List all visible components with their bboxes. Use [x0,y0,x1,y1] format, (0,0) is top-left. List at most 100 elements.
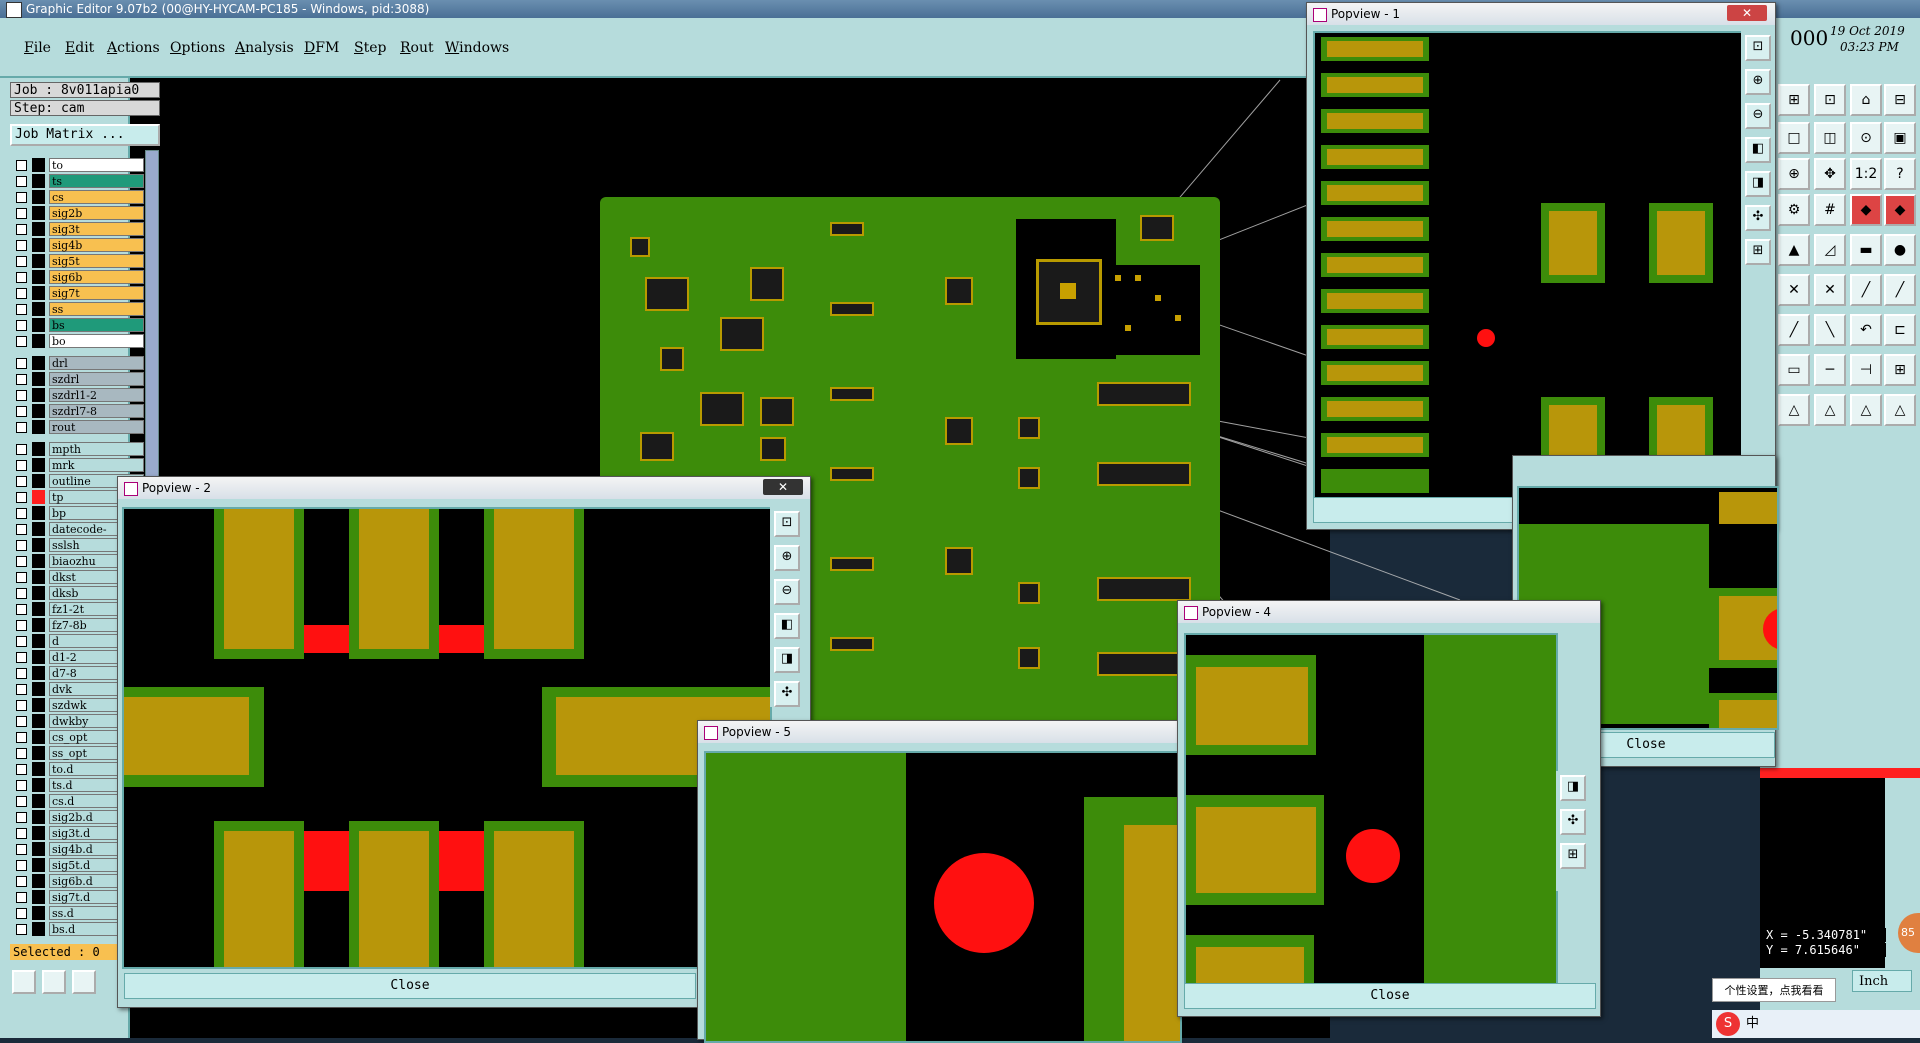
ime-language[interactable]: 中 [1746,1016,1760,1031]
pcb-board[interactable] [600,197,1220,727]
layer-row[interactable]: dkst [14,570,144,585]
layer-swatch[interactable] [32,318,45,332]
toolbar-btn[interactable]: ▭ [1778,354,1810,386]
layer-swatch[interactable] [32,174,45,188]
layer-row[interactable]: ts.d [14,778,144,793]
close-window-button[interactable]: ✕ [763,479,803,495]
layer-swatch[interactable] [32,158,45,172]
layer-name[interactable]: szdrl1-2 [49,388,144,402]
layer-checkbox[interactable] [16,390,27,401]
layer-swatch[interactable] [32,794,45,808]
layer-row[interactable]: mpth [14,442,144,457]
layer-name[interactable]: sig2b [49,206,144,220]
layer-checkbox[interactable] [16,892,27,903]
layer-swatch[interactable] [32,778,45,792]
layer-swatch[interactable] [32,554,45,568]
layer-swatch[interactable] [32,586,45,600]
layer-name[interactable]: szdrl7-8 [49,404,144,418]
layer-row[interactable]: sig6b.d [14,874,144,889]
popview-4-close-button[interactable]: Close [1184,983,1596,1009]
zoom-in-icon[interactable]: ⊕ [774,545,800,571]
home-icon[interactable]: ⌂ [1850,84,1882,116]
layer-row[interactable]: szdrl [14,372,144,387]
layer-row[interactable]: sig7t.d [14,890,144,905]
toolbar-btn[interactable]: ⊕ [1778,158,1810,190]
popview-1-view[interactable] [1313,31,1743,499]
layer-swatch[interactable] [32,922,45,936]
toolbar-btn[interactable]: ⊟ [1884,84,1916,116]
layer-name[interactable]: mpth [49,442,144,456]
layer-swatch[interactable] [32,826,45,840]
toolbar-btn[interactable]: ▣ [1884,122,1916,154]
layer-row[interactable]: ss [14,302,144,317]
layer-checkbox[interactable] [16,460,27,471]
layer-checkbox[interactable] [16,406,27,417]
unit-selector[interactable]: Inch [1852,970,1912,992]
layer-swatch[interactable] [32,356,45,370]
fit-icon[interactable]: ⊞ [1745,239,1771,265]
layer-row[interactable]: fz7-8b [14,618,144,633]
zoom-tool-icon[interactable] [12,970,36,994]
toolbar-btn[interactable]: □ [1778,122,1810,154]
layer-checkbox[interactable] [16,780,27,791]
layer-swatch[interactable] [32,570,45,584]
zoom-out-icon[interactable]: ⊖ [1745,103,1771,129]
layer-name[interactable]: mrk [49,458,144,472]
layer-row[interactable]: datecode- [14,522,144,537]
layer-row[interactable]: sig5t [14,254,144,269]
layer-swatch[interactable] [32,270,45,284]
scale-icon[interactable]: 1:2 [1850,158,1882,190]
toolbar-btn[interactable]: ╱ [1850,274,1882,306]
layer-swatch[interactable] [32,254,45,268]
layer-row[interactable]: szdrl1-2 [14,388,144,403]
badge[interactable]: 85 [1898,913,1920,953]
layer-row[interactable]: d1-2 [14,650,144,665]
toolbar-btn[interactable]: △ [1850,394,1882,426]
layer-row[interactable]: bs.d [14,922,144,937]
center-icon[interactable]: ✣ [1560,809,1586,835]
layer-swatch[interactable] [32,730,45,744]
toolbar-btn[interactable]: ⊞ [1884,354,1916,386]
layer-checkbox[interactable] [16,288,27,299]
layer-checkbox[interactable] [16,192,27,203]
layer-checkbox[interactable] [16,716,27,727]
layer-row[interactable]: sig7t [14,286,144,301]
layer-row[interactable]: sslsh [14,538,144,553]
layer-name[interactable]: rout [49,420,144,434]
layer-row[interactable]: biaozhu [14,554,144,569]
layer-checkbox[interactable] [16,668,27,679]
layer-row[interactable]: cs_opt [14,730,144,745]
layer-name[interactable]: to [49,158,144,172]
layer-checkbox[interactable] [16,476,27,487]
popview-4-view[interactable] [1184,633,1558,985]
toolbar-btn[interactable]: ◆ [1850,194,1882,226]
toolbar-btn[interactable]: △ [1778,394,1810,426]
layer-swatch[interactable] [32,810,45,824]
layer-checkbox[interactable] [16,524,27,535]
toolbar-btn[interactable]: ✕ [1814,274,1846,306]
layer-swatch[interactable] [32,458,45,472]
zoom-in-icon[interactable]: ⊕ [1745,69,1771,95]
layer-checkbox[interactable] [16,422,27,433]
close-window-button[interactable]: ✕ [1727,5,1767,21]
toolbar-btn[interactable]: ◿ [1814,234,1846,266]
popview-2-view[interactable] [122,507,772,969]
layer-checkbox[interactable] [16,908,27,919]
layer-row[interactable]: sig2b.d [14,810,144,825]
layer-row[interactable]: drl [14,356,144,371]
layer-checkbox[interactable] [16,572,27,583]
layer-checkbox[interactable] [16,764,27,775]
layer-swatch[interactable] [32,522,45,536]
grid-icon[interactable]: # [1814,194,1846,226]
toolbar-btn[interactable]: △ [1884,394,1916,426]
layer-row[interactable]: sig3t.d [14,826,144,841]
toolbar-btn[interactable]: ╲ [1814,314,1846,346]
toolbar-btn[interactable]: ⊡ [1814,84,1846,116]
layer-swatch[interactable] [32,190,45,204]
layer-name[interactable]: ss [49,302,144,316]
layer-row[interactable]: szdwk [14,698,144,713]
layer-swatch[interactable] [32,602,45,616]
layer-row[interactable]: d7-8 [14,666,144,681]
layer-checkbox[interactable] [16,208,27,219]
toolbar-btn[interactable]: ◆ [1884,194,1916,226]
